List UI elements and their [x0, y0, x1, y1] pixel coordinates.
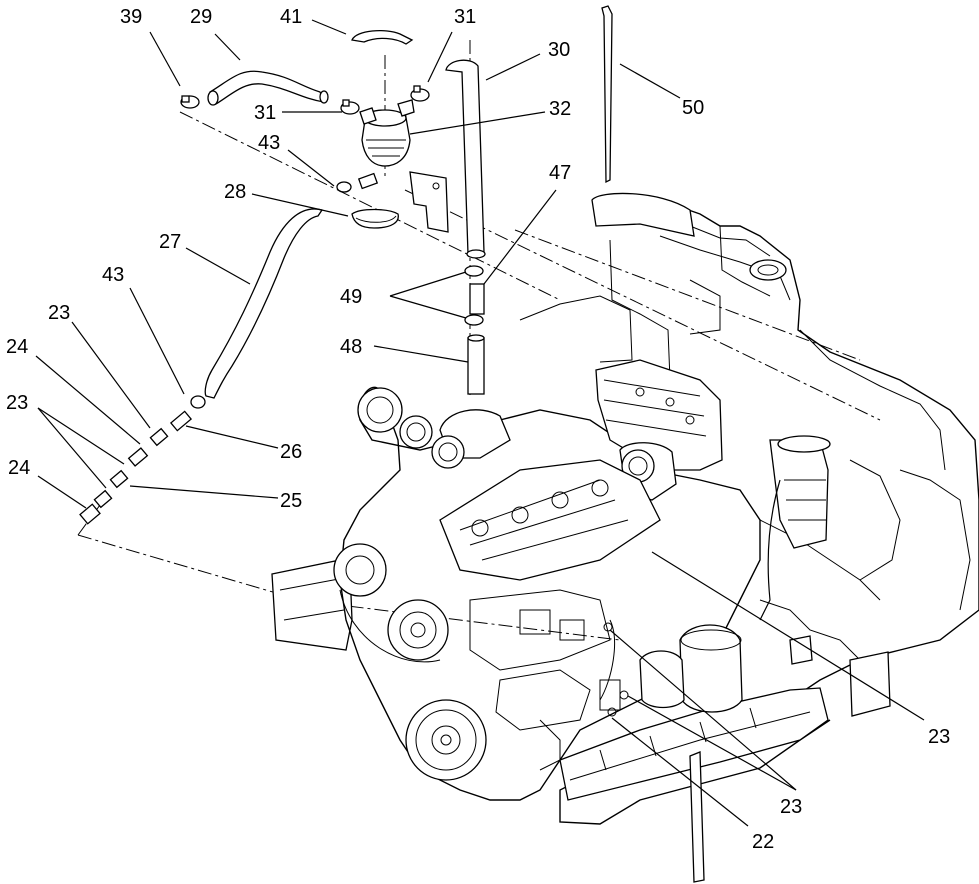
tube-48: [467, 334, 485, 395]
callout-23-bottom: 23: [780, 796, 802, 818]
callout-48: 48: [340, 336, 362, 358]
callout-22: 22: [752, 831, 774, 853]
bracket-28: [351, 171, 449, 233]
callout-41: 41: [280, 6, 302, 28]
callout-24-upper: 24: [6, 336, 28, 358]
hose-29: [207, 70, 329, 106]
callout-39: 39: [120, 6, 142, 28]
clamp-43-upper: [336, 172, 379, 193]
clip-41: [351, 29, 414, 45]
callout-43-upper: 43: [258, 132, 280, 154]
tube-47: [469, 283, 485, 315]
callout-31-top: 31: [454, 6, 476, 28]
frame-chassis: [271, 195, 979, 825]
callout-25: 25: [280, 490, 302, 512]
callout-23-left: 23: [6, 392, 28, 414]
callout-49: 49: [340, 286, 362, 308]
cable-tie-50: [601, 5, 613, 184]
callout-43-lower: 43: [102, 264, 124, 286]
clamp-39: [180, 95, 200, 109]
callout-29: 29: [190, 6, 212, 28]
fitting-chain: [79, 410, 193, 525]
callout-23-upper: 23: [48, 302, 70, 324]
callout-30: 30: [548, 39, 570, 61]
callout-47: 47: [549, 162, 571, 184]
callout-32: 32: [549, 98, 571, 120]
callout-50: 50: [682, 97, 704, 119]
clamp-31-right: [410, 85, 430, 102]
clamp-49: [464, 265, 484, 326]
leader-lines: [35, 19, 925, 827]
callout-23-right: 23: [928, 726, 950, 748]
callout-26: 26: [280, 441, 302, 463]
callout-27: 27: [159, 231, 181, 253]
tube-30: [445, 59, 486, 259]
callout-24-lower: 24: [8, 457, 30, 479]
callout-31-mid: 31: [254, 102, 276, 124]
callout-labels: 39 29 41 31 30 50 31 32 43 28 47 27 49 4…: [6, 6, 950, 853]
hose-27: [190, 208, 324, 409]
clamp-31-left: [340, 99, 360, 115]
callout-28: 28: [224, 181, 246, 203]
engine-block: [333, 192, 831, 883]
separator-32: [359, 99, 415, 167]
